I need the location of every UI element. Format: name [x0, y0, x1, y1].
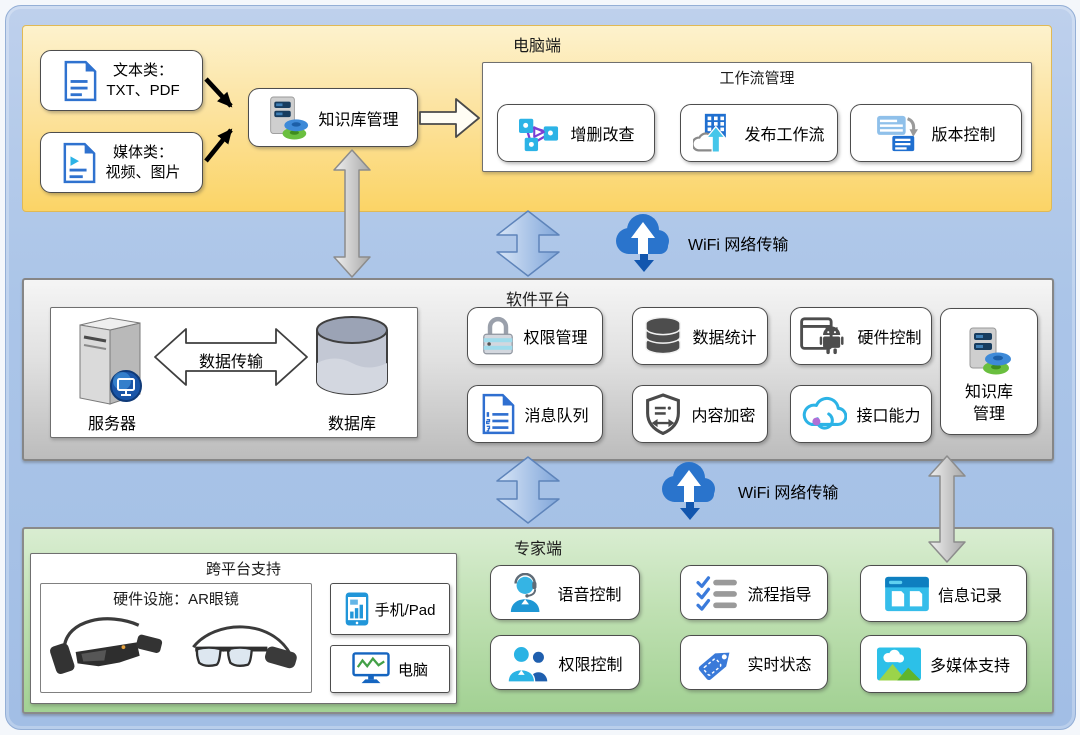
card-version-control-label: 版本控制 — [931, 127, 996, 144]
data-transfer-label: 数据传输 — [198, 354, 263, 371]
server-disks-icon — [969, 327, 1011, 375]
panel-hardware-label: 硬件设施：AR眼镜 — [113, 591, 239, 608]
media-document-icon — [64, 142, 96, 183]
two-people-icon — [507, 645, 550, 682]
records-window-icon — [885, 576, 929, 611]
card-process-guide-label: 流程指导 — [747, 586, 812, 604]
card-crud: 增删改查 — [497, 104, 655, 162]
cloud-api-icon — [803, 396, 848, 430]
section-expert-title: 专家端 — [513, 541, 562, 558]
card-message-queue-label: 消息队列 — [524, 408, 589, 425]
card-api-capability-label: 接口能力 — [856, 408, 921, 425]
card-info-records: 信息记录 — [860, 565, 1027, 622]
text-document-icon — [64, 60, 97, 101]
version-panels-icon — [877, 115, 919, 152]
card-info-records-label: 信息记录 — [937, 587, 1002, 605]
card-content-encryption: 内容加密 — [632, 385, 768, 443]
card-publish-workflow-label: 发布工作流 — [744, 127, 825, 144]
card-voice-control: 语音控制 — [490, 565, 640, 620]
card-pc: 电脑 — [330, 645, 450, 693]
card-knowledge-base: 知识库管理 — [248, 88, 418, 147]
card-realtime-status: 实时状态 — [680, 635, 828, 690]
card-hardware-control: 硬件控制 — [790, 307, 932, 365]
card-text-files-label: 文本类： TXT、PDF — [106, 62, 180, 99]
server-disks-icon — [270, 96, 309, 139]
crud-graph-icon — [519, 118, 559, 152]
section-platform-title: 软件平台 — [505, 292, 570, 309]
section-computer-title: 电脑端 — [512, 38, 561, 55]
card-data-statistics-label: 数据统计 — [692, 330, 757, 347]
card-multimedia-support-label: 多媒体支持 — [929, 658, 1010, 675]
card-text-files: 文本类： TXT、PDF — [40, 50, 203, 111]
publish-upload-icon — [693, 113, 727, 153]
card-voice-control-label: 语音控制 — [557, 586, 622, 604]
window-android-icon — [800, 317, 845, 355]
phone-chart-icon — [345, 592, 368, 626]
panel-workflow-title: 工作流管理 — [719, 70, 795, 87]
card-hardware-control-label: 硬件控制 — [857, 330, 922, 347]
card-permission-control-label: 权限控制 — [558, 656, 623, 674]
card-message-queue: 消息队列 — [467, 385, 603, 443]
card-data-statistics: 数据统计 — [632, 307, 768, 365]
card-phone-pad-label: 手机/Pad — [374, 601, 436, 619]
database-label: 数据库 — [327, 416, 376, 433]
shield-encrypt-icon — [646, 393, 681, 435]
card-content-encryption-label: 内容加密 — [691, 408, 756, 425]
card-permission-mgmt-label: 权限管理 — [523, 330, 588, 347]
panel-hardware: 硬件设施：AR眼镜 — [40, 583, 312, 693]
card-media-files: 媒体类： 视频、图片 — [40, 132, 203, 193]
card-api-capability: 接口能力 — [790, 385, 932, 443]
card-knowledge-base-label: 知识库管理 — [318, 111, 399, 129]
wifi-label-upper: WiFi 网络传输 — [688, 237, 789, 254]
padlock-icon — [483, 316, 514, 355]
multimedia-image-icon — [876, 647, 921, 681]
card-pc-label: 电脑 — [397, 661, 428, 679]
card-permission-control: 权限控制 — [490, 635, 640, 690]
card-publish-workflow: 发布工作流 — [680, 104, 838, 162]
numbered-list-icon — [483, 393, 515, 435]
database-stack-icon — [645, 317, 682, 355]
card-crud-label: 增删改查 — [570, 127, 635, 144]
card-permission-mgmt: 权限管理 — [467, 307, 603, 365]
headset-person-icon — [511, 572, 540, 612]
tag-icon — [699, 652, 730, 680]
card-phone-pad: 手机/Pad — [330, 583, 450, 635]
checklist-icon — [696, 575, 738, 611]
panel-cross-platform-title: 跨平台支持 — [205, 561, 281, 578]
card-process-guide: 流程指导 — [680, 565, 828, 620]
monitor-wave-icon — [352, 652, 390, 684]
card-knowledge-base-platform-label: 知识库 管理 — [964, 383, 1013, 423]
card-knowledge-base-platform: 知识库 管理 — [940, 308, 1038, 435]
wifi-label-lower: WiFi 网络传输 — [738, 485, 839, 502]
server-label: 服务器 — [87, 416, 136, 433]
card-multimedia-support: 多媒体支持 — [860, 635, 1027, 693]
card-media-files-label: 媒体类： 视频、图片 — [105, 144, 181, 181]
card-realtime-status-label: 实时状态 — [747, 656, 812, 674]
card-version-control: 版本控制 — [850, 104, 1022, 162]
